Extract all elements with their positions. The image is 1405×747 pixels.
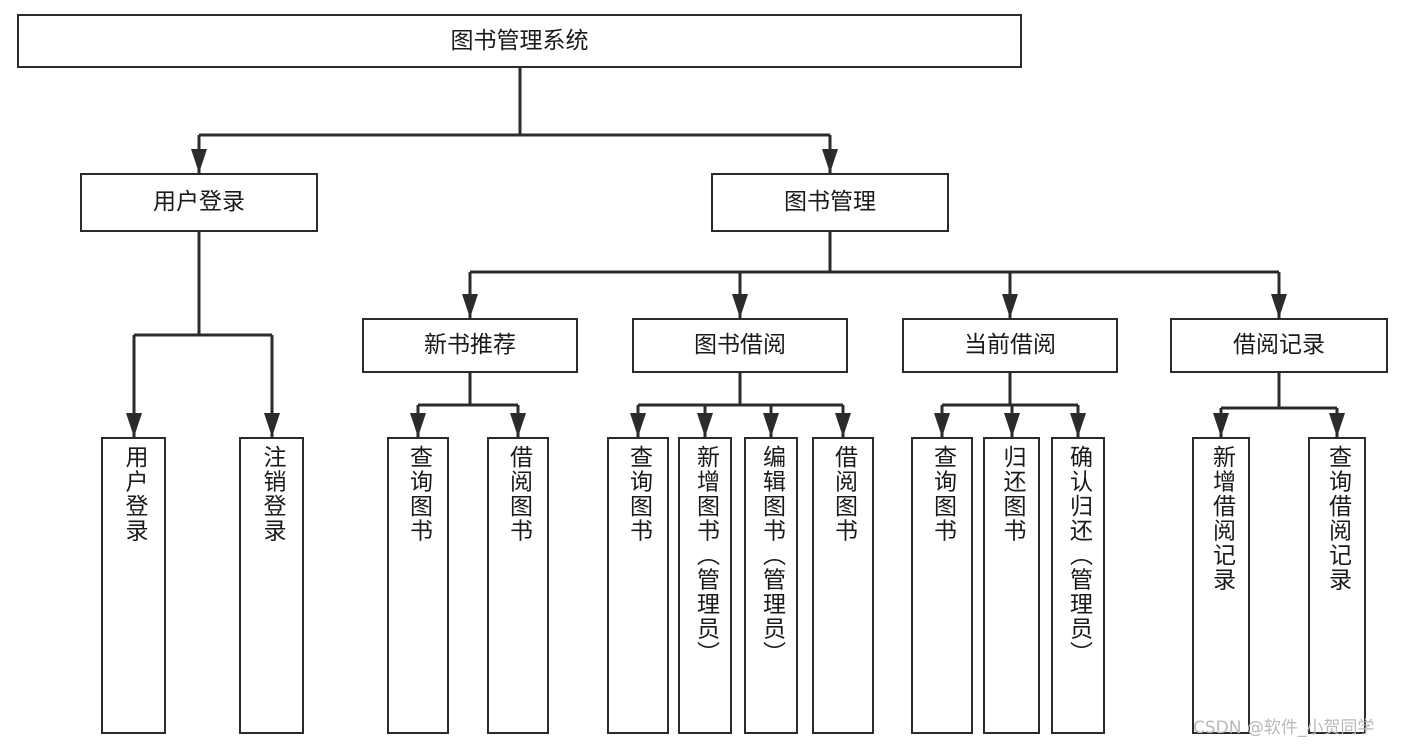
- node-leaf-add-borrow-record[interactable]: 新增借阅记录: [1192, 437, 1250, 734]
- node-leaf-return-book[interactable]: 归还图书: [983, 437, 1040, 734]
- node-leaf-confirm-return[interactable]: 确认归还（管理员）: [1051, 437, 1105, 734]
- arrowhead-current-borrow: [1002, 294, 1018, 318]
- node-label-new-book-recommend: 新书推荐: [424, 332, 516, 359]
- arrowhead-leaf-confirm-return: [1070, 413, 1086, 437]
- node-leaf-query-book-2[interactable]: 查询图书: [607, 437, 669, 734]
- arrowhead-leaf-query-book-2: [630, 413, 646, 437]
- node-leaf-query-book-3[interactable]: 查询图书: [911, 437, 973, 734]
- node-label-leaf-query-borrow-record: 查询借阅记录: [1324, 445, 1351, 592]
- node-leaf-query-borrow-record[interactable]: 查询借阅记录: [1308, 437, 1366, 734]
- node-book-borrow[interactable]: 图书借阅: [632, 318, 848, 373]
- arrowhead-leaf-logout-login: [264, 413, 280, 437]
- node-label-leaf-user-login: 用户登录: [121, 445, 147, 543]
- node-book-manage[interactable]: 图书管理: [711, 173, 949, 232]
- arrowhead-new-book-recommend: [462, 294, 478, 318]
- node-current-borrow[interactable]: 当前借阅: [902, 318, 1118, 373]
- node-user-login[interactable]: 用户登录: [80, 173, 318, 232]
- node-label-leaf-logout-login: 注销登录: [259, 445, 285, 543]
- node-label-root: 图书管理系统: [450, 27, 589, 54]
- node-label-book-borrow: 图书借阅: [694, 332, 786, 359]
- arrowhead-leaf-edit-book: [763, 413, 779, 437]
- node-label-user-login: 用户登录: [153, 189, 245, 216]
- arrowhead-leaf-query-borrow-record: [1329, 413, 1345, 437]
- node-root[interactable]: 图书管理系统: [17, 14, 1022, 68]
- arrowhead-leaf-borrow-book-2: [835, 413, 851, 437]
- arrowhead-book-borrow: [732, 294, 748, 318]
- node-label-current-borrow: 当前借阅: [964, 332, 1056, 359]
- node-label-borrow-record: 借阅记录: [1233, 332, 1325, 359]
- node-label-leaf-add-borrow-record: 新增借阅记录: [1208, 445, 1235, 592]
- node-leaf-borrow-book-2[interactable]: 借阅图书: [812, 437, 874, 734]
- node-label-leaf-query-book-1: 查询图书: [405, 445, 432, 543]
- arrowhead-leaf-add-borrow-record: [1213, 413, 1229, 437]
- node-label-leaf-confirm-return: 确认归还（管理员）: [1065, 445, 1092, 666]
- node-new-book-recommend[interactable]: 新书推荐: [362, 318, 578, 373]
- node-label-leaf-edit-book: 编辑图书（管理员）: [758, 445, 785, 666]
- arrowhead-book-manage: [822, 149, 838, 173]
- node-label-leaf-add-book: 新增图书（管理员）: [692, 445, 719, 666]
- node-label-leaf-query-book-3: 查询图书: [929, 445, 956, 543]
- watermark-label: CSDN @软件_小贺同学: [1193, 718, 1375, 738]
- node-label-leaf-query-book-2: 查询图书: [625, 445, 652, 543]
- node-leaf-add-book[interactable]: 新增图书（管理员）: [678, 437, 732, 734]
- node-label-book-manage: 图书管理: [784, 189, 876, 216]
- arrowhead-borrow-record: [1271, 294, 1287, 318]
- node-leaf-logout-login[interactable]: 注销登录: [239, 437, 304, 734]
- arrowhead-leaf-query-book-1: [410, 413, 426, 437]
- arrowhead-user-login: [191, 149, 207, 173]
- node-label-leaf-return-book: 归还图书: [999, 445, 1025, 543]
- node-leaf-user-login[interactable]: 用户登录: [101, 437, 166, 734]
- node-label-leaf-borrow-book-2: 借阅图书: [830, 445, 857, 543]
- node-leaf-query-book-1[interactable]: 查询图书: [387, 437, 449, 734]
- arrowhead-leaf-query-book-3: [934, 413, 950, 437]
- node-leaf-borrow-book-1[interactable]: 借阅图书: [487, 437, 549, 734]
- node-label-leaf-borrow-book-1: 借阅图书: [505, 445, 532, 543]
- node-leaf-edit-book[interactable]: 编辑图书（管理员）: [744, 437, 798, 734]
- arrowhead-leaf-return-book: [1004, 413, 1020, 437]
- arrowhead-leaf-add-book: [697, 413, 713, 437]
- arrowhead-leaf-borrow-book-1: [510, 413, 526, 437]
- arrowhead-leaf-user-login: [126, 413, 142, 437]
- node-borrow-record[interactable]: 借阅记录: [1170, 318, 1388, 373]
